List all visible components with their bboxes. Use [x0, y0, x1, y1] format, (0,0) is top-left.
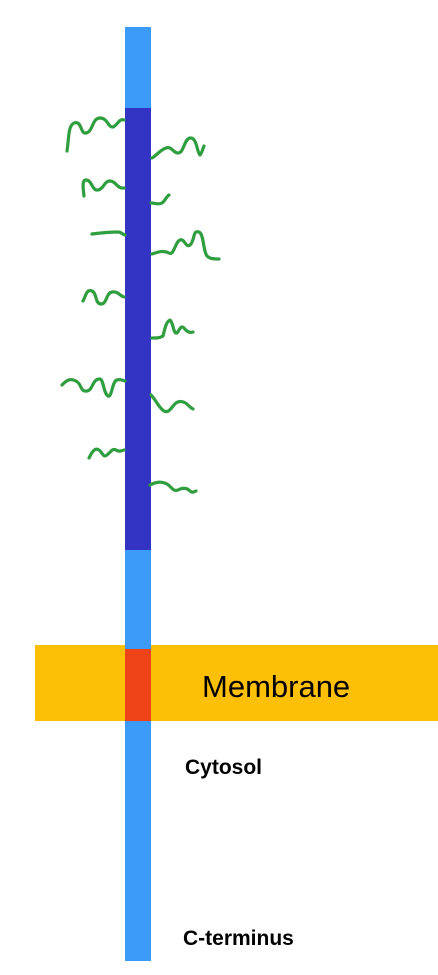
c-terminus-label: C-terminus: [183, 927, 294, 950]
membrane-band: [35, 645, 438, 721]
glycan-chain-left-4: [81, 289, 126, 306]
glycan-chain-left-2: [81, 178, 126, 198]
glycan-chain-right-1: [150, 136, 206, 160]
glycan-chain-left-6: [87, 447, 126, 460]
glycan-chain-right-3: [150, 230, 221, 261]
transmembrane-segment: [125, 649, 151, 721]
glycan-chain-right-6: [148, 480, 198, 494]
glycan-chain-right-5: [149, 393, 195, 414]
glycan-chain-left-3: [90, 230, 127, 237]
glycosylated-domain: [125, 108, 151, 550]
glycan-chain-right-4: [150, 318, 195, 340]
glycan-chains: [60, 116, 221, 494]
cytosol-label: Cytosol: [185, 756, 262, 779]
glycan-chain-left-5: [60, 377, 127, 398]
membrane-label: Membrane: [202, 669, 350, 704]
glycan-chain-left-1: [65, 116, 126, 153]
glycan-chain-right-2: [149, 193, 171, 206]
